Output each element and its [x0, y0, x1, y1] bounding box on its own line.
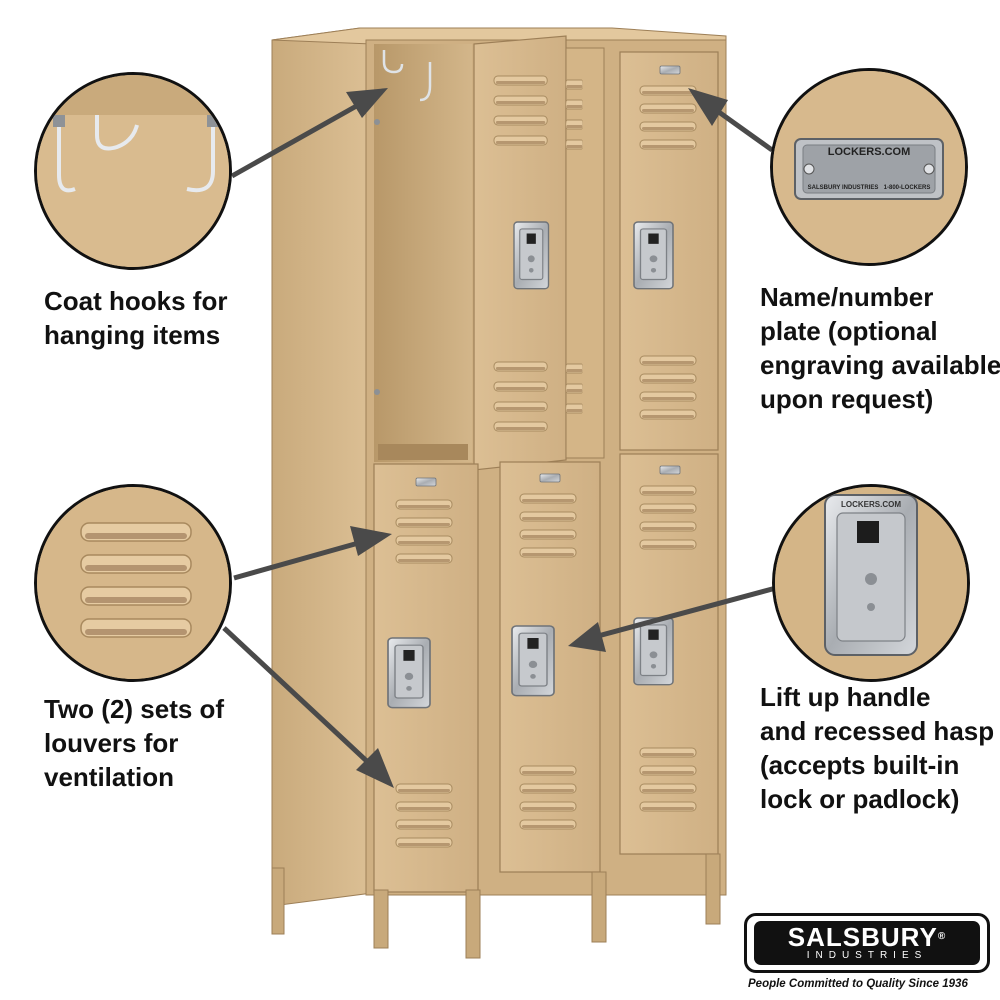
- caption-line: louvers for: [44, 728, 179, 758]
- open-compartment-interior: [374, 44, 472, 462]
- louvers-caption: Two (2) sets of louvers for ventilation: [44, 692, 224, 794]
- hasp-stamp: LOCKERS.COM: [841, 500, 901, 509]
- plate-brand: LOCKERS.COM: [828, 146, 911, 158]
- coat-hook-icon: [186, 123, 215, 193]
- caption-line: Name/number: [760, 282, 934, 312]
- caption-line: plate (optional: [760, 316, 938, 346]
- locker-side-panel: [271, 27, 373, 906]
- caption-line: upon request): [760, 384, 934, 414]
- callout-arrows: [222, 88, 777, 788]
- logo-tagline: People Committed to Quality Since 1936: [748, 978, 968, 990]
- open-door-hasp: [513, 221, 550, 290]
- plate-maker: SALSBURY INDUSTRIES: [808, 185, 879, 191]
- name-plate-inset: LOCKERS.COM SALSBURY INDUSTRIES 1-800-LO…: [770, 68, 968, 266]
- logo-sub: INDUSTRIES: [806, 950, 928, 961]
- salsbury-logo: SALSBURY® INDUSTRIES: [744, 913, 990, 973]
- registered-mark: ®: [937, 931, 947, 942]
- caption-line: lock or padlock): [760, 784, 960, 814]
- coat-hooks-caption: Coat hooks for hanging items: [44, 284, 227, 352]
- coat-hook-icon: [57, 123, 76, 193]
- caption-line: Two (2) sets of: [44, 694, 225, 724]
- coat-hook-icon: [382, 50, 404, 74]
- coat-hook-icon: [419, 62, 432, 102]
- plate-phone: 1-800-LOCKERS: [884, 185, 931, 191]
- locker-legs: [271, 853, 721, 959]
- logo-name: SALSBURY®: [788, 924, 946, 950]
- compartment-floor: [378, 444, 468, 460]
- caption-line: ventilation: [44, 762, 175, 792]
- logo-name-text: SALSBURY: [787, 922, 938, 952]
- logo-badge: SALSBURY® INDUSTRIES: [754, 921, 980, 965]
- louvers-inset: [34, 484, 232, 682]
- name-plate-caption: Name/number plate (optional engraving av…: [760, 280, 1000, 416]
- handle-inset: LOCKERS.COM: [772, 484, 970, 682]
- caption-line: Lift up handle: [760, 682, 931, 712]
- caption-line: and recessed hasp: [760, 716, 995, 746]
- caption-line: (accepts built-in: [760, 750, 960, 780]
- louver-detail: [80, 522, 192, 638]
- coat-hook-icon: [95, 115, 139, 151]
- caption-line: hanging items: [44, 320, 221, 350]
- caption-line: Coat hooks for: [44, 286, 228, 316]
- caption-line: engraving available: [760, 350, 1000, 380]
- lift-handle: [857, 521, 879, 543]
- handle-caption: Lift up handle and recessed hasp (accept…: [760, 680, 994, 816]
- coat-hooks-inset: [34, 72, 232, 270]
